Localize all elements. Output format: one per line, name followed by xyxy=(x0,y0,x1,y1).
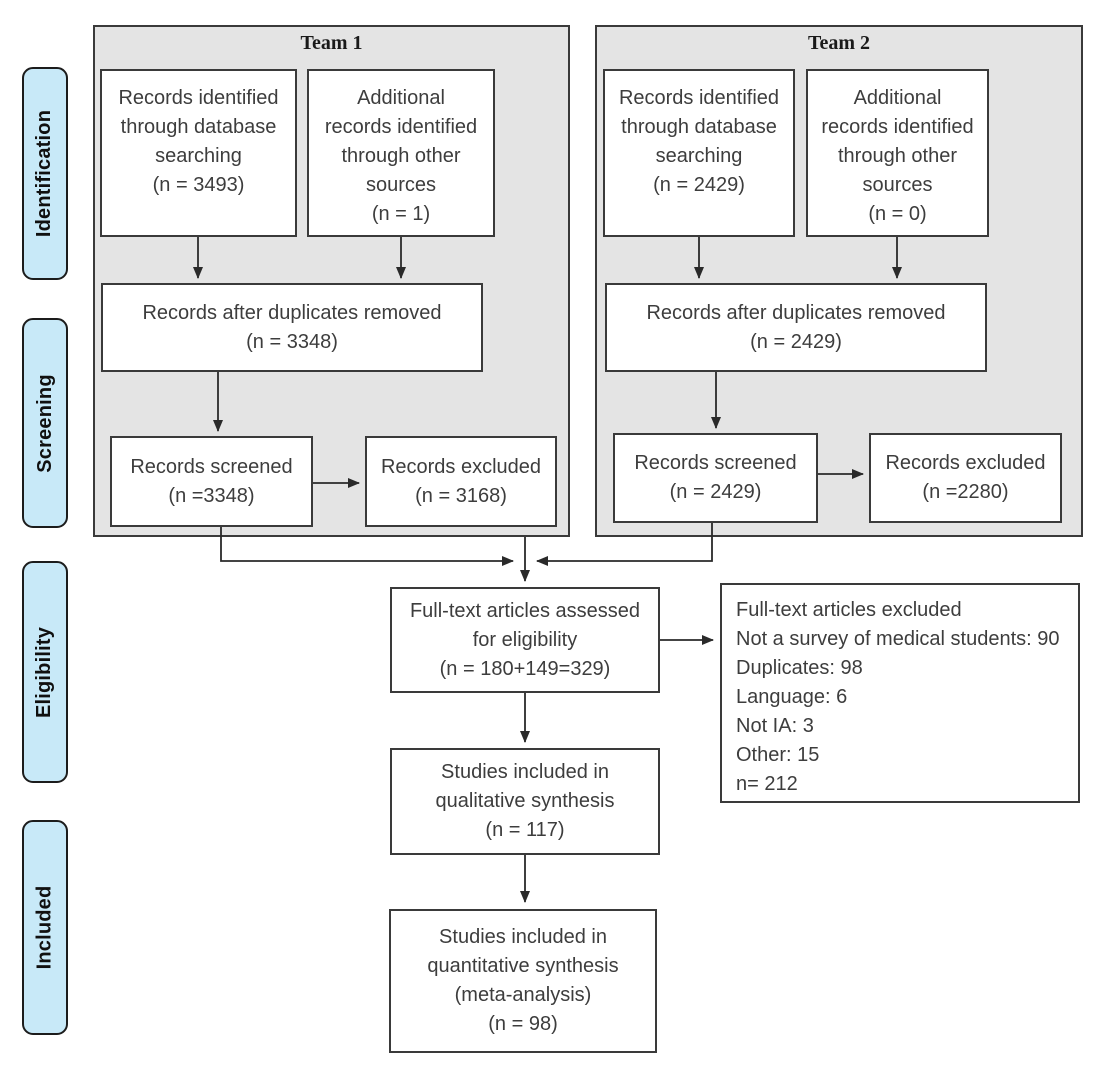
box-team2-additional-records-text: Additional records identified through ot… xyxy=(821,87,974,225)
stage-label-included: Included xyxy=(22,820,68,1035)
stage-label-identification: Identification xyxy=(22,67,68,280)
box-qualitative-synthesis: Studies included in qualitative synthesi… xyxy=(390,748,660,855)
stage-label-included-text: Included xyxy=(33,885,56,970)
box-quantitative-synthesis: Studies included in quantitative synthes… xyxy=(389,909,657,1053)
box-fulltext-assessed: Full-text articles assessed for eligibil… xyxy=(390,587,660,693)
box-team1-records-screened: Records screened (n =3348) xyxy=(110,436,313,527)
box-team2-after-duplicates: Records after duplicates removed (n = 24… xyxy=(605,283,987,372)
box-team2-records-excluded: Records excluded (n =2280) xyxy=(869,433,1062,523)
box-team1-additional-records: Additional records identified through ot… xyxy=(307,69,495,237)
team2-panel-title: Team 2 xyxy=(807,32,871,54)
box-team2-records-screened: Records screened (n = 2429) xyxy=(613,433,818,523)
box-team1-additional-records-text: Additional records identified through ot… xyxy=(324,87,478,225)
stage-label-screening-text: Screening xyxy=(33,373,56,473)
box-team2-records-identified-text: Records identified through database sear… xyxy=(618,87,780,196)
box-team1-records-excluded-text: Records excluded (n = 3168) xyxy=(380,455,542,507)
box-team1-records-excluded: Records excluded (n = 3168) xyxy=(365,436,557,527)
box-fulltext-excluded: Full-text articles excluded Not a survey… xyxy=(720,583,1080,803)
team1-panel-title: Team 1 xyxy=(300,32,363,54)
box-team1-records-identified-text: Records identified through database sear… xyxy=(118,87,279,196)
box-team2-additional-records: Additional records identified through ot… xyxy=(806,69,989,237)
box-fulltext-excluded-text: Full-text articles excluded Not a survey… xyxy=(736,599,1060,795)
box-team1-records-identified: Records identified through database sear… xyxy=(100,69,297,237)
stage-label-identification-text: Identification xyxy=(33,109,56,238)
box-team2-after-duplicates-text: Records after duplicates removed (n = 24… xyxy=(646,301,946,353)
box-team1-records-screened-text: Records screened (n =3348) xyxy=(130,455,293,507)
box-team1-after-duplicates-text: Records after duplicates removed (n = 33… xyxy=(142,301,442,353)
box-team2-records-excluded-text: Records excluded (n =2280) xyxy=(885,452,1046,503)
box-team1-after-duplicates: Records after duplicates removed (n = 33… xyxy=(101,283,483,372)
stage-label-eligibility: Eligibility xyxy=(22,561,68,783)
box-fulltext-assessed-text: Full-text articles assessed for eligibil… xyxy=(409,599,641,680)
box-team2-records-identified: Records identified through database sear… xyxy=(603,69,795,237)
stage-label-eligibility-text: Eligibility xyxy=(33,626,56,718)
box-qualitative-synthesis-text: Studies included in qualitative synthesi… xyxy=(435,761,615,841)
box-team2-records-screened-text: Records screened (n = 2429) xyxy=(634,452,797,503)
stage-label-screening: Screening xyxy=(22,318,68,528)
box-quantitative-synthesis-text: Studies included in quantitative synthes… xyxy=(427,926,619,1035)
